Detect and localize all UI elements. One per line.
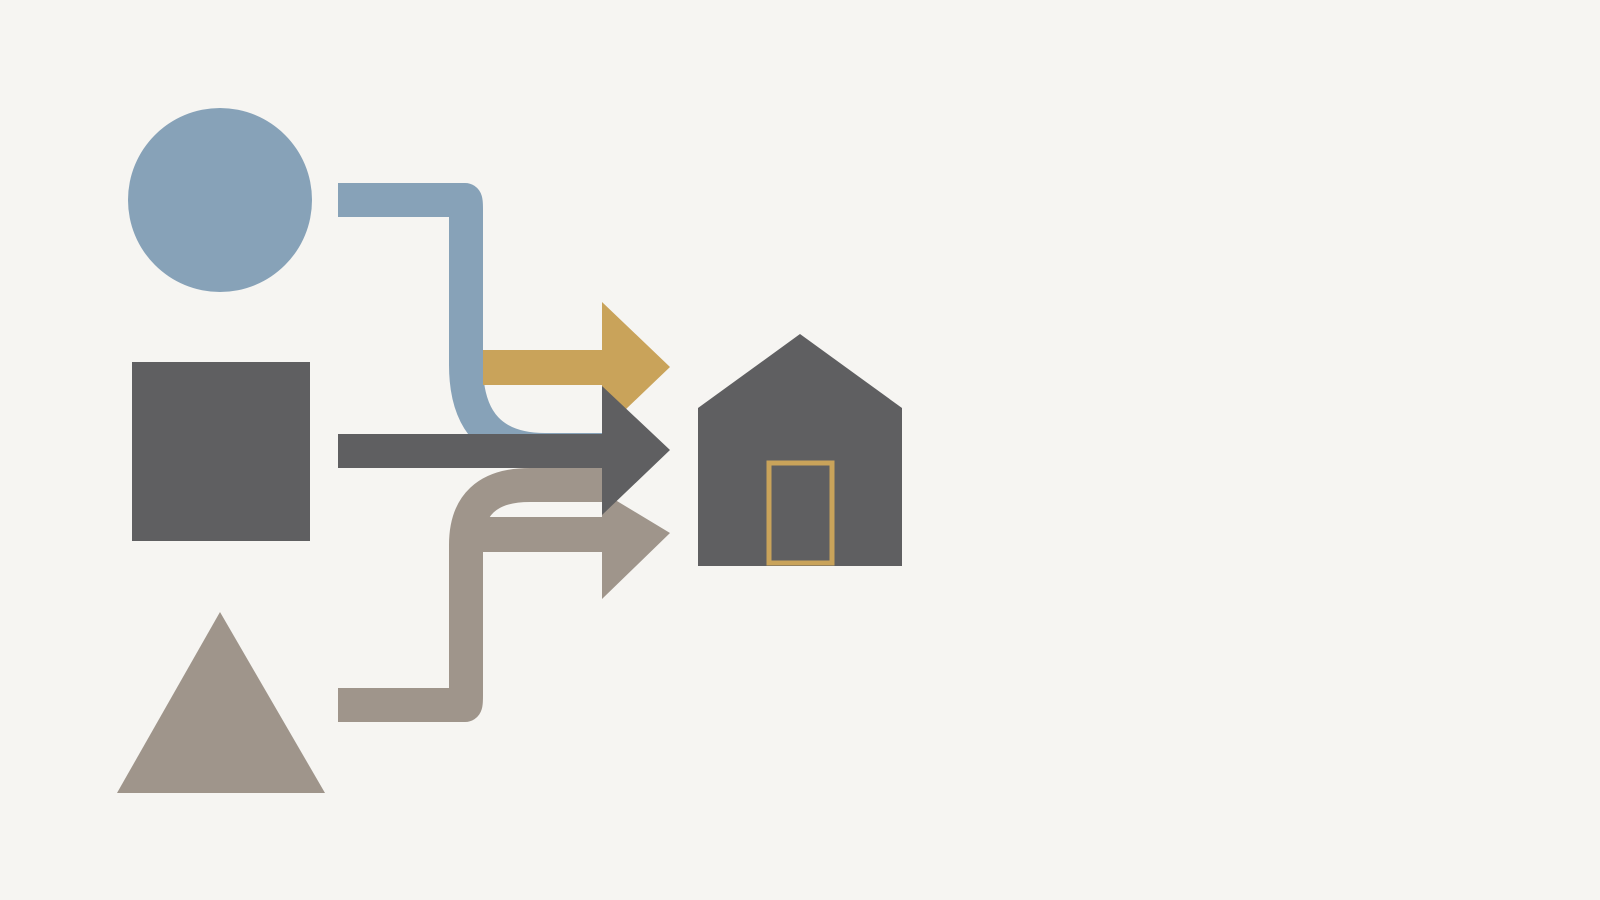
triangle-arrow (483, 492, 670, 599)
square-arrow (338, 386, 670, 515)
accent-arrow (483, 302, 670, 432)
door-icon (766, 460, 835, 566)
square-icon (132, 362, 310, 541)
circle-icon (128, 108, 312, 292)
triangle-connector-line (338, 468, 602, 722)
house-icon (698, 334, 902, 566)
triangle-icon (117, 612, 325, 793)
